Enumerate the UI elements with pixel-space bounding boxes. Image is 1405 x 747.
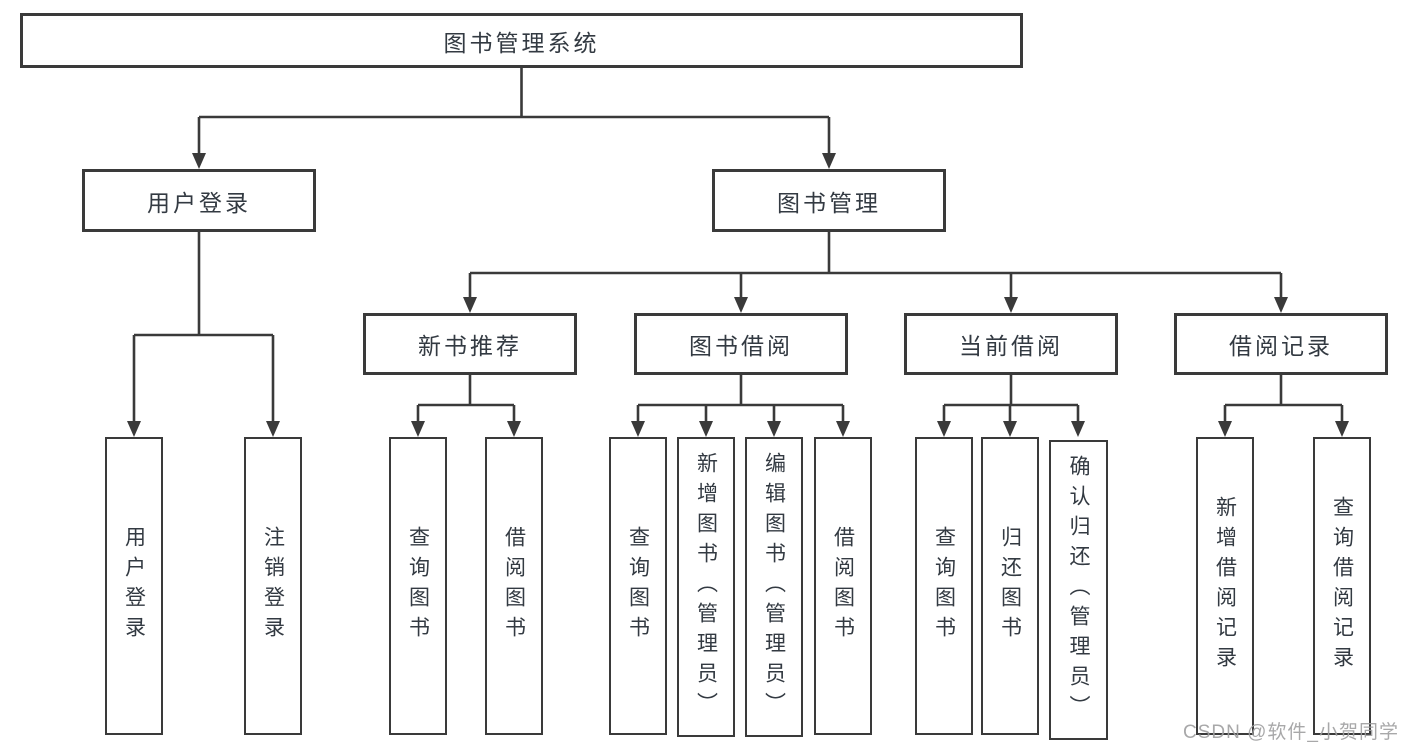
leaf-user-login-label: 用户登录	[122, 526, 146, 646]
leaf-confirm-return-admin-label: 确认归还（管理员）	[1067, 455, 1090, 725]
leaf-query-book-current: 查询图书	[915, 437, 973, 735]
leaf-user-login: 用户登录	[105, 437, 163, 735]
node-book-borrow: 图书借阅	[634, 313, 848, 375]
node-current-borrow-label: 当前借阅	[959, 333, 1063, 359]
node-borrow-record-label: 借阅记录	[1229, 333, 1333, 359]
leaf-borrow-book-borrow: 借阅图书	[814, 437, 872, 735]
leaf-query-borrow-record: 查询借阅记录	[1313, 437, 1371, 735]
leaf-borrow-book-recommend: 借阅图书	[485, 437, 543, 735]
node-book-management-label: 图书管理	[777, 189, 881, 216]
node-book-management: 图书管理	[712, 169, 946, 232]
node-current-borrow: 当前借阅	[904, 313, 1118, 375]
leaf-borrow-book-borrow-label: 借阅图书	[831, 526, 855, 646]
connector-lines	[132, 68, 1344, 424]
leaf-logout-login-label: 注销登录	[261, 526, 285, 646]
leaf-edit-book-admin: 编辑图书（管理员）	[745, 437, 803, 737]
leaf-add-book-admin: 新增图书（管理员）	[677, 437, 735, 737]
leaf-edit-book-admin-label: 编辑图书（管理员）	[762, 452, 786, 722]
node-user-login: 用户登录	[82, 169, 316, 232]
node-borrow-record: 借阅记录	[1174, 313, 1388, 375]
node-library-system-label: 图书管理系统	[443, 29, 600, 56]
leaf-borrow-book-recommend-label: 借阅图书	[502, 526, 526, 646]
csdn-watermark: CSDN @软件_小贺同学	[1183, 722, 1399, 743]
leaf-add-borrow-record: 新增借阅记录	[1196, 437, 1254, 735]
leaf-query-book-borrow: 查询图书	[609, 437, 667, 735]
leaf-logout-login: 注销登录	[244, 437, 302, 735]
leaf-add-book-admin-label: 新增图书（管理员）	[694, 452, 718, 722]
node-new-book-recommend: 新书推荐	[363, 313, 577, 375]
leaf-query-borrow-record-label: 查询借阅记录	[1330, 496, 1354, 676]
leaf-add-borrow-record-label: 新增借阅记录	[1213, 496, 1237, 676]
leaf-query-book-current-label: 查询图书	[932, 526, 956, 646]
leaf-query-book-borrow-label: 查询图书	[626, 526, 650, 646]
node-library-system: 图书管理系统	[20, 13, 1023, 68]
node-user-login-label: 用户登录	[147, 189, 251, 216]
leaf-query-book-recommend-label: 查询图书	[406, 526, 430, 646]
leaf-confirm-return-admin: 确认归还（管理员）	[1049, 440, 1108, 740]
leaf-return-book-label: 归还图书	[998, 526, 1022, 646]
node-new-book-recommend-label: 新书推荐	[418, 333, 522, 359]
node-book-borrow-label: 图书借阅	[689, 333, 793, 359]
leaf-query-book-recommend: 查询图书	[389, 437, 447, 735]
leaf-return-book: 归还图书	[981, 437, 1039, 735]
